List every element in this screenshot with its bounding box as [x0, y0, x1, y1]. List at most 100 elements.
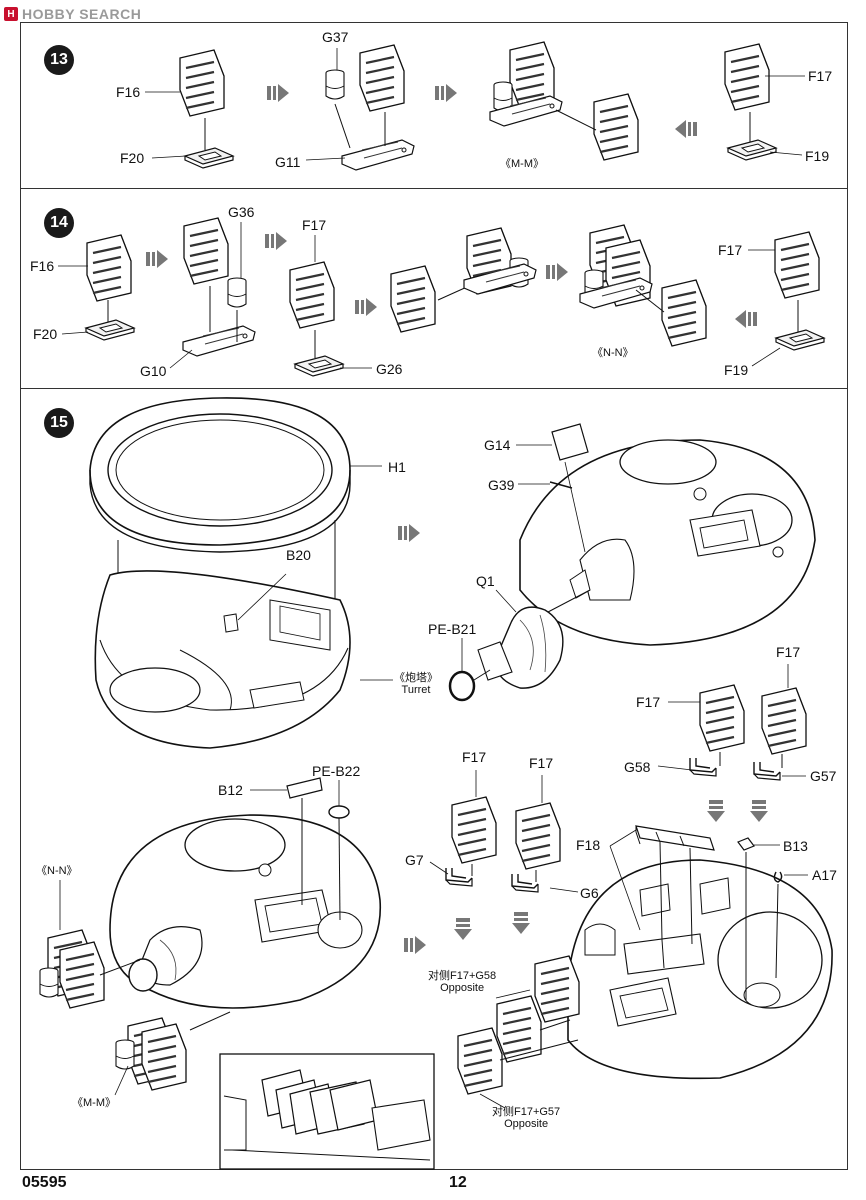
part-f19: [727, 139, 777, 161]
arrow-right-icon: [355, 298, 377, 316]
part-mm-assembly-2: [140, 1022, 188, 1092]
part-nn-assembly-2: [58, 940, 106, 1010]
part-g6: [511, 873, 539, 893]
product-code: 05595: [22, 1174, 67, 1191]
label-f19: F19: [805, 148, 830, 164]
label-f17: F17: [529, 755, 554, 771]
label-opposite-cn: 对侧F17+G57: [492, 1106, 561, 1118]
part-g36: [227, 277, 247, 308]
label-g14: G14: [484, 437, 511, 453]
part-g10: [182, 325, 256, 357]
arrow-right-icon: [146, 250, 168, 268]
arrow-down-icon: [750, 800, 768, 822]
part-opposite-f17: [495, 994, 543, 1064]
label-turret-cn: 《炮塔》: [394, 672, 438, 684]
label-q1: Q1: [476, 573, 495, 589]
arrow-left-icon: [735, 310, 757, 328]
label-f16: F16: [30, 258, 55, 274]
label-f20: F20: [33, 326, 58, 342]
part-f17-b: [773, 230, 821, 300]
label-pe-b21: PE-B21: [428, 621, 477, 637]
label-turret: 《炮塔》 Turret: [394, 672, 438, 696]
part-f17: [698, 683, 746, 753]
label-f17: F17: [302, 217, 327, 233]
part-q1: [477, 606, 564, 689]
part-f17: [760, 686, 808, 756]
part-g39: [549, 481, 573, 489]
label-m-m: 《M-M》: [72, 1097, 116, 1109]
part-b12: [286, 777, 323, 799]
part-box-2: [389, 264, 437, 334]
label-n-n: 《N-N》: [36, 865, 78, 877]
page-number: 12: [449, 1174, 467, 1191]
label-f19: F19: [724, 362, 749, 378]
label-g11: G11: [275, 154, 301, 170]
watermark: H HOBBY SEARCH: [4, 4, 141, 24]
part-f17-assembled: [660, 278, 708, 348]
part-f17: [514, 801, 562, 871]
step-15-art: [39, 397, 833, 1170]
label-m-m: 《M-M》: [500, 158, 544, 170]
label-f16: F16: [116, 84, 141, 100]
arrow-right-icon: [435, 84, 457, 102]
step-number-15: 15: [44, 408, 74, 438]
label-f17: F17: [636, 694, 661, 710]
part-f17: [288, 260, 336, 330]
part-f17: [723, 42, 771, 112]
part-opposite-f17-g57: [456, 1026, 504, 1096]
watermark-text: HOBBY SEARCH: [22, 6, 142, 22]
label-n-n: 《N-N》: [592, 347, 634, 359]
label-g26: G26: [376, 361, 403, 377]
part-f17: [450, 795, 498, 865]
label-f18: F18: [576, 837, 601, 853]
label-h1: H1: [388, 459, 406, 475]
label-g7: G7: [405, 852, 424, 868]
part-f20: [184, 147, 234, 169]
step-14-panel: [20, 188, 848, 388]
arrow-right-icon: [398, 524, 420, 542]
step-13-art: [145, 40, 805, 171]
label-f17: F17: [462, 749, 487, 765]
part-box: [358, 43, 406, 113]
detail-inset: [219, 1053, 435, 1170]
label-b20: B20: [286, 547, 311, 563]
label-g37: G37: [322, 29, 349, 45]
label-a17: A17: [812, 867, 837, 883]
part-opposite-f17-g58: [533, 954, 581, 1024]
label-g36: G36: [228, 204, 255, 220]
part-b13: [737, 837, 755, 851]
arrow-right-icon: [267, 84, 289, 102]
part-box: [182, 216, 230, 286]
label-g10: G10: [140, 363, 167, 379]
label-opposite-en: Opposite: [504, 1118, 549, 1131]
label-g57: G57: [810, 768, 837, 784]
part-turret-final: [567, 859, 833, 1080]
part-pe-b21: [448, 670, 476, 702]
label-opposite-f17-g57: 对侧F17+G57 Opposite: [492, 1106, 560, 1130]
arrow-right-icon: [404, 936, 426, 954]
step-number-14: 14: [44, 208, 74, 238]
label-g39: G39: [488, 477, 515, 493]
label-pe-b22: PE-B22: [312, 763, 361, 779]
part-g26: [294, 355, 344, 377]
label-g6: G6: [580, 885, 599, 901]
part-h1-lid: [89, 397, 351, 553]
part-g57: [753, 761, 781, 781]
part-f17-assembled: [592, 92, 640, 162]
step-13-panel: [20, 22, 848, 188]
part-g37: [325, 69, 345, 100]
part-a17: [773, 871, 783, 883]
part-g7: [445, 867, 473, 887]
label-opposite-f17-g58: 对侧F17+G58 Opposite: [428, 970, 496, 994]
label-f17: F17: [776, 644, 801, 660]
label-g58: G58: [624, 759, 651, 775]
hobby-search-logo: H: [4, 7, 18, 21]
part-turret-hull: [94, 570, 351, 749]
label-b13: B13: [783, 838, 808, 854]
step-number-13: 13: [44, 45, 74, 75]
part-f16: [85, 233, 133, 303]
part-g11: [341, 139, 415, 171]
arrow-down-icon: [454, 918, 472, 940]
part-f20: [85, 319, 135, 341]
part-turret-assembled-2: [109, 814, 382, 1009]
